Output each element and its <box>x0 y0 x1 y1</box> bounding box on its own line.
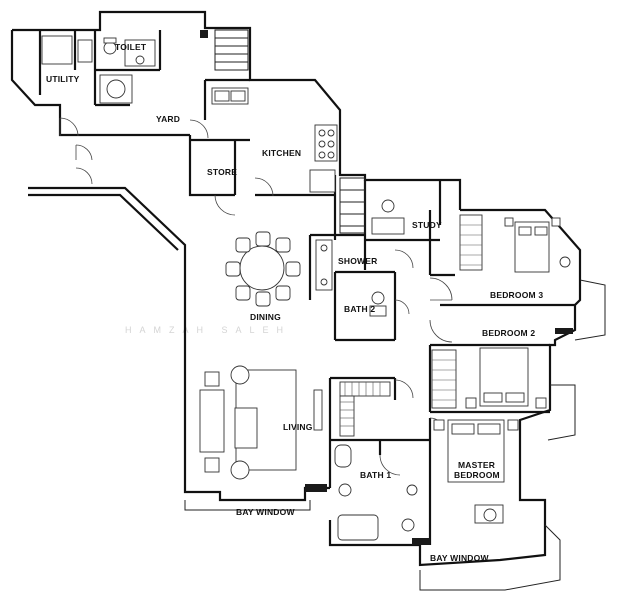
label-yard: YARD <box>156 114 180 124</box>
label-study: STUDY <box>412 220 442 230</box>
label-bath1: BATH 1 <box>360 470 391 480</box>
label-shower: SHOWER <box>338 256 377 266</box>
label-dining: DINING <box>250 312 281 322</box>
label-toilet: TOILET <box>115 42 147 52</box>
label-bedroom2: BEDROOM 2 <box>482 328 535 338</box>
interior-walls <box>38 30 575 545</box>
room-labels: TOILET UTILITY YARD KITCHEN STORE STUDY … <box>46 42 543 563</box>
label-master-line2: BEDROOM <box>454 470 500 480</box>
label-store: STORE <box>207 167 237 177</box>
label-bay-window-left: BAY WINDOW <box>236 507 295 517</box>
furniture <box>41 30 573 545</box>
label-bay-window-right: BAY WINDOW <box>430 553 489 563</box>
label-living: LIVING <box>283 422 313 432</box>
label-bedroom3: BEDROOM 3 <box>490 290 543 300</box>
watermark: HAMZAH SALEH <box>125 325 291 335</box>
label-master-line1: MASTER <box>458 460 495 470</box>
label-kitchen: KITCHEN <box>262 148 301 158</box>
label-bath2: BATH 2 <box>344 304 375 314</box>
windows <box>184 29 606 591</box>
label-utility: UTILITY <box>46 74 80 84</box>
